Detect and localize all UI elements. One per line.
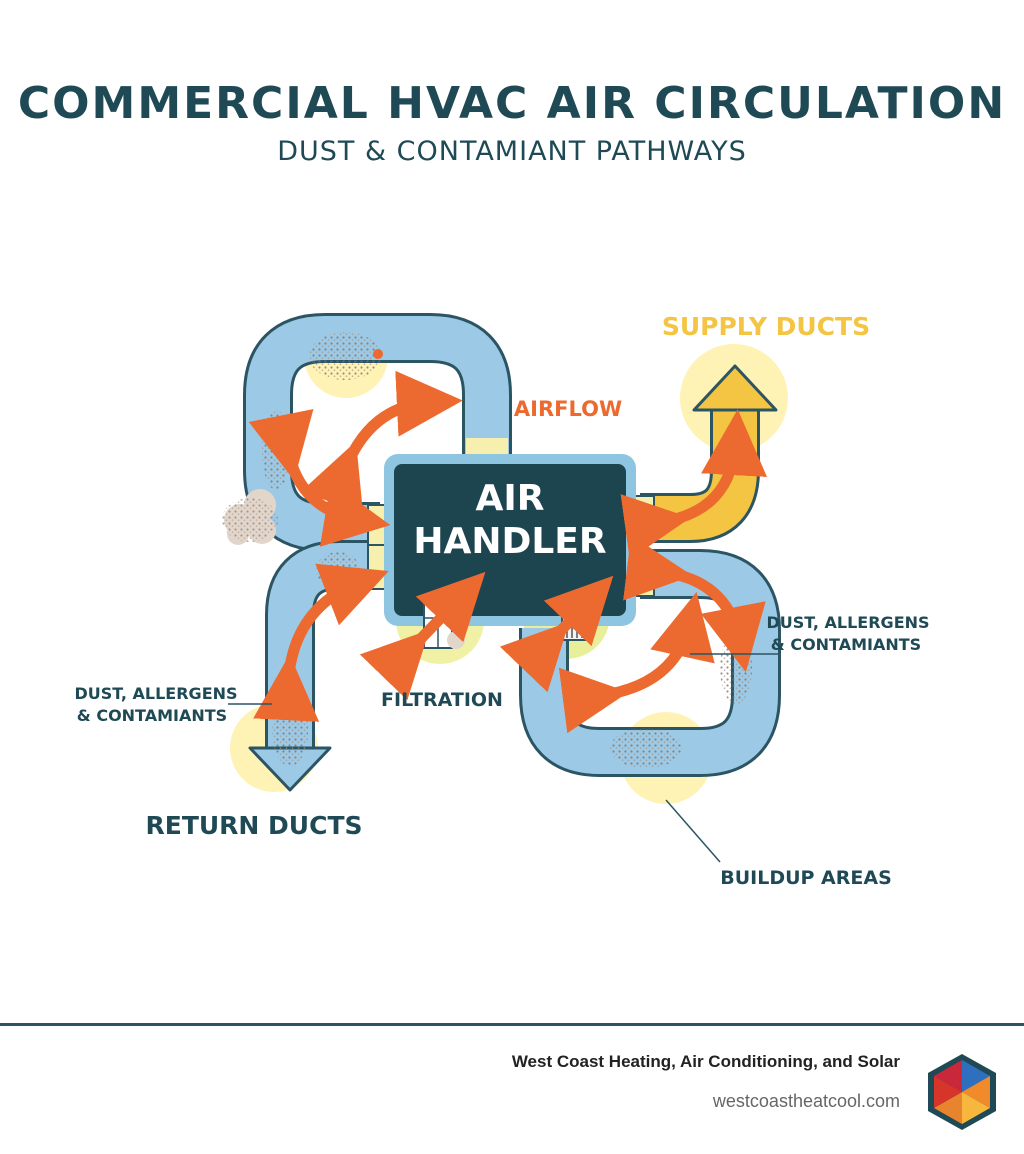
supply-ducts-label: SUPPLY DUCTS bbox=[662, 312, 870, 341]
buildup-marker bbox=[373, 349, 383, 359]
arrow-supply bbox=[620, 409, 767, 560]
dust-right-label-line2: & CONTAMIANTS bbox=[771, 635, 921, 654]
arrow-bottom-loop bbox=[558, 591, 715, 734]
dust-right-label-line1: DUST, ALLERGENS bbox=[766, 613, 929, 632]
arrow-filter-left bbox=[359, 571, 486, 701]
airflow-label: AIRFLOW bbox=[514, 397, 622, 421]
hvac-diagram: AIR HANDLER AIRFLOW SUPPLY DUCTS RETURN bbox=[74, 312, 929, 889]
company-website[interactable]: westcoastheatcool.com bbox=[712, 1091, 900, 1111]
return-ducts-label: RETURN DUCTS bbox=[145, 811, 362, 840]
air-handler-label-line1: AIR bbox=[476, 478, 545, 519]
dust-left-label-line2: & CONTAMIANTS bbox=[77, 706, 227, 725]
company-name: West Coast Heating, Air Conditioning, an… bbox=[511, 1052, 900, 1071]
company-logo-icon bbox=[928, 1054, 996, 1130]
arrow-left-to-handler bbox=[248, 408, 391, 547]
dust-left-label-line1: DUST, ALLERGENS bbox=[74, 684, 237, 703]
dust-bottom-right bbox=[610, 728, 682, 768]
air-handler: AIR HANDLER bbox=[384, 454, 636, 626]
airflow-arrows bbox=[248, 370, 767, 734]
dust-return-lower bbox=[272, 694, 308, 766]
page-title: COMMERCIAL HVAC AIR CIRCULATION bbox=[17, 78, 1007, 129]
dust-top-left bbox=[309, 332, 381, 380]
return-duct bbox=[248, 540, 380, 792]
filtration-label: FILTRATION bbox=[381, 689, 503, 711]
air-handler-label-line2: HANDLER bbox=[413, 521, 606, 562]
leader-lines bbox=[228, 653, 778, 863]
dust-cloud-icon bbox=[222, 489, 278, 545]
arrow-return bbox=[253, 563, 389, 722]
buildup-areas-label: BUILDUP AREAS bbox=[720, 867, 892, 889]
footer-divider bbox=[0, 1023, 1024, 1026]
page-subtitle: DUST & CONTAMIANT PATHWAYS bbox=[277, 136, 747, 167]
